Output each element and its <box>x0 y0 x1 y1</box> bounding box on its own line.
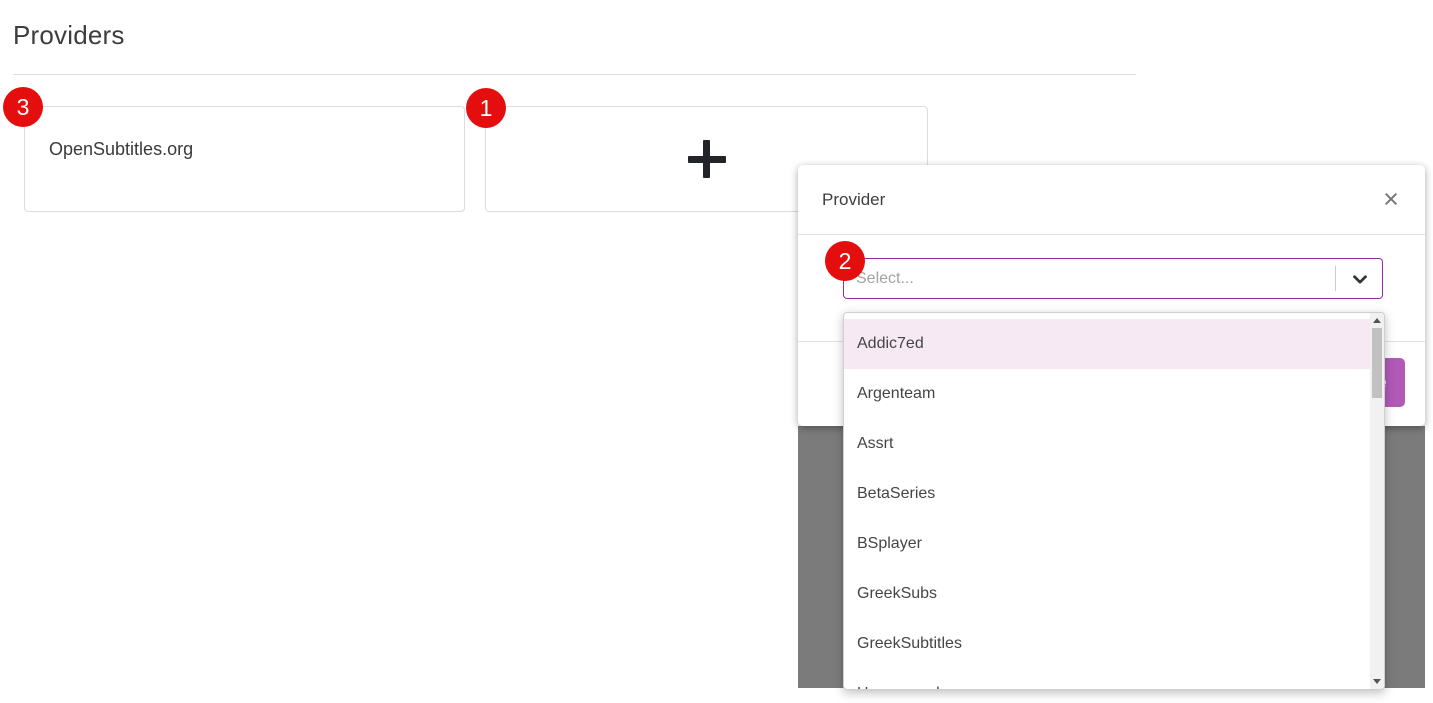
modal-header: Provider × <box>798 165 1425 235</box>
scrollbar-thumb[interactable] <box>1372 328 1382 398</box>
provider-select-placeholder: Select... <box>856 270 914 287</box>
annotation-badge-1: 1 <box>466 88 506 128</box>
dropdown-option[interactable]: GreekSubtitles <box>857 635 962 652</box>
chevron-down-icon[interactable] <box>1349 268 1371 290</box>
modal-title: Provider <box>822 190 886 209</box>
annotation-badge-2: 2 <box>825 241 865 281</box>
header-divider <box>13 74 1136 75</box>
dropdown-option[interactable]: Hosszupuska <box>844 669 1370 689</box>
dropdown-option[interactable]: Addic7ed <box>844 319 1370 369</box>
dropdown-option[interactable]: Assrt <box>857 435 894 452</box>
add-provider-card[interactable] <box>485 106 928 212</box>
dropdown-list: Addic7ed Argenteam Assrt BetaSeries BSpl… <box>844 313 1384 689</box>
page-title: Providers <box>13 20 125 50</box>
dropdown-option[interactable]: GreekSubs <box>857 585 938 602</box>
dropdown-scrollbar[interactable] <box>1370 313 1384 689</box>
dropdown-option[interactable]: Argenteam <box>857 385 936 402</box>
scroll-down-icon[interactable] <box>1373 679 1381 684</box>
select-separator <box>1335 266 1336 291</box>
annotation-badge-3: 3 <box>3 87 43 127</box>
provider-select[interactable]: Select... <box>843 258 1383 299</box>
provider-card-title: OpenSubtitles.org <box>49 139 194 159</box>
dropdown-option[interactable]: BSplayer <box>857 535 922 552</box>
scroll-up-icon[interactable] <box>1373 318 1381 323</box>
close-icon[interactable]: × <box>1383 184 1399 214</box>
plus-icon <box>687 140 726 178</box>
provider-dropdown-menu: Addic7ed Argenteam Assrt BetaSeries BSpl… <box>843 312 1385 690</box>
dropdown-option[interactable]: BetaSeries <box>857 485 936 502</box>
provider-card-opensubtitles[interactable]: OpenSubtitles.org <box>24 106 465 212</box>
